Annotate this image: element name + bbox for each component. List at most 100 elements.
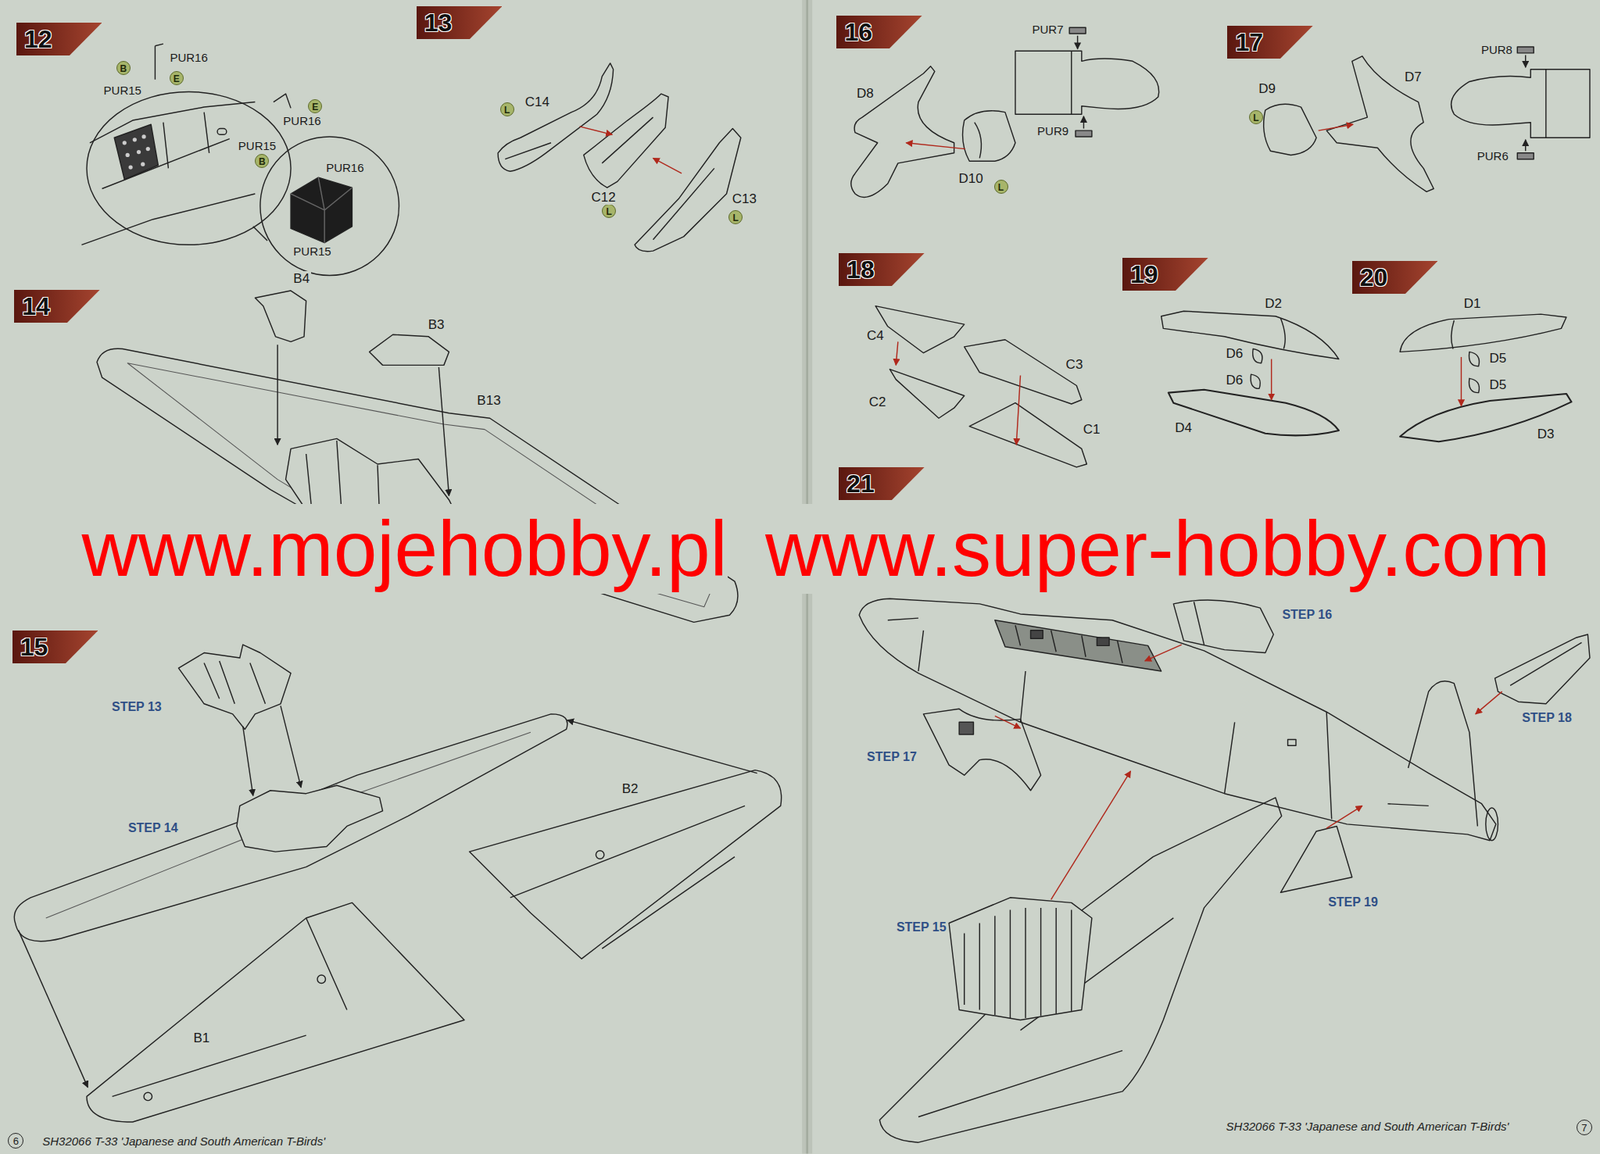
intake-right-stroke <box>1517 153 1534 160</box>
intake-left-stroke <box>1015 50 1160 115</box>
intake-right-stroke <box>1263 103 1317 155</box>
part-number: B2 <box>620 781 641 798</box>
step-number: 20 <box>1352 261 1389 294</box>
watermark: www.mojehobby.pl <box>81 504 727 595</box>
part-number: D2 <box>1263 296 1284 312</box>
line-art <box>14 0 1590 1154</box>
part-number: D7 <box>1403 69 1424 86</box>
part-number: B1 <box>191 1030 212 1047</box>
wing-assembly-stroke <box>46 732 531 919</box>
aircraft <box>859 598 1590 1143</box>
callout-letter: E <box>311 100 319 114</box>
tip-tank-right <box>1399 314 1572 442</box>
wing-assembly-stroke <box>510 805 745 949</box>
callout-letter: B <box>258 155 266 169</box>
step-number: 18 <box>838 253 875 287</box>
aircraft-stroke <box>964 908 1072 1019</box>
intake-right-stroke <box>1326 56 1434 193</box>
callout-letter: E <box>173 72 180 86</box>
part-number: D1 <box>1462 296 1483 312</box>
aircraft-stroke <box>959 722 974 735</box>
part-color-callout: E <box>169 71 184 86</box>
step-reference: STEP 13 <box>110 700 164 715</box>
part-color-callout: L <box>601 204 616 219</box>
part-color-callout: L <box>1249 110 1264 125</box>
wing-assembly-stroke <box>143 1092 152 1101</box>
cockpit-detail-stroke <box>260 136 400 276</box>
step-reference: STEP 16 <box>1280 608 1334 623</box>
aircraft-stroke-stroke <box>887 618 1332 820</box>
intake-left-stroke <box>1075 130 1092 137</box>
cockpit-detail-stroke <box>81 193 255 245</box>
aircraft-stroke-stroke <box>1030 630 1044 639</box>
callout-letter: L <box>732 211 738 225</box>
part-number: PUR15 <box>291 244 333 258</box>
step-number: 19 <box>1122 257 1159 291</box>
aircraft-stroke <box>1495 634 1590 705</box>
flag-fill <box>1352 261 1439 294</box>
cockpit-detail-stroke <box>146 146 151 151</box>
flag-fill <box>836 15 923 49</box>
exhaust-parts-stroke <box>579 126 613 135</box>
floor-plate-stroke <box>276 344 278 445</box>
intake-right-stroke <box>1318 124 1354 131</box>
tip-tank-right-stroke <box>1469 378 1480 393</box>
tip-tank-right-stroke <box>1460 357 1462 407</box>
tip-tank-left-stroke <box>1280 318 1286 349</box>
exhaust-parts-stroke <box>634 128 741 251</box>
tip-tank-left-stroke <box>1168 390 1339 437</box>
step-number: 12 <box>16 22 53 56</box>
tailplane-parts-stroke <box>889 369 964 419</box>
intake-left-stroke <box>851 66 955 198</box>
callout-letter: L <box>1252 111 1259 125</box>
part-color-callout: B <box>254 153 269 169</box>
cockpit-detail-stroke <box>290 177 352 244</box>
part-number: D6 <box>1224 346 1246 362</box>
part-number: D4 <box>1173 420 1194 437</box>
footer-text: SH32066 T-33 'Japanese and South America… <box>40 1134 327 1149</box>
callout-letter: L <box>998 181 1004 194</box>
wing-assembly-stroke <box>567 720 758 774</box>
aircraft-stroke-stroke <box>1387 804 1429 807</box>
callout-letter: B <box>119 62 127 76</box>
wing-assembly-stroke <box>236 785 383 852</box>
part-number: D6 <box>1224 372 1246 389</box>
step-flag: 19 <box>1122 257 1209 291</box>
aircraft-stroke <box>1145 644 1182 662</box>
tip-tank-left-stroke <box>1250 374 1260 389</box>
step-reference: STEP 14 <box>126 821 180 836</box>
tailplane-parts-stroke <box>969 403 1087 468</box>
cockpit-detail-stroke <box>136 150 141 154</box>
part-number: C2 <box>867 394 888 411</box>
intake-right-stroke <box>1451 69 1590 138</box>
part-color-callout: E <box>307 99 323 114</box>
cockpit-detail-stroke <box>128 164 133 169</box>
part-number: D10 <box>957 171 985 187</box>
step-number: 16 <box>836 15 873 49</box>
tailplane-parts <box>875 306 1087 468</box>
tip-tank-right-stroke <box>1469 351 1480 366</box>
cockpit-detail-stroke <box>86 91 291 245</box>
part-number: PUR15 <box>236 139 278 153</box>
step-flag: 16 <box>836 15 923 49</box>
aircraft-stroke <box>879 798 1282 1143</box>
aircraft-stroke <box>923 708 1041 791</box>
aircraft-stroke-stroke <box>1096 637 1110 646</box>
part-number: D5 <box>1487 350 1508 367</box>
part-color-callout: L <box>994 179 1009 194</box>
intake-left-stroke <box>1070 50 1072 115</box>
exhaust-parts-stroke <box>497 63 614 172</box>
step-flag: 14 <box>14 289 101 323</box>
intake-left-stroke <box>974 122 982 159</box>
aircraft-stroke <box>948 898 1092 1021</box>
aircraft-stroke <box>1051 771 1132 900</box>
aircraft-stroke <box>1193 601 1204 645</box>
part-number: PUR6 <box>1475 149 1511 163</box>
step-number: 15 <box>12 630 49 664</box>
wing-assembly-stroke <box>280 705 301 788</box>
part-number: PUR16 <box>324 161 366 175</box>
part-number: C1 <box>1081 422 1103 438</box>
intake-right-stroke <box>1524 139 1526 151</box>
aircraft-stroke <box>1280 826 1352 893</box>
